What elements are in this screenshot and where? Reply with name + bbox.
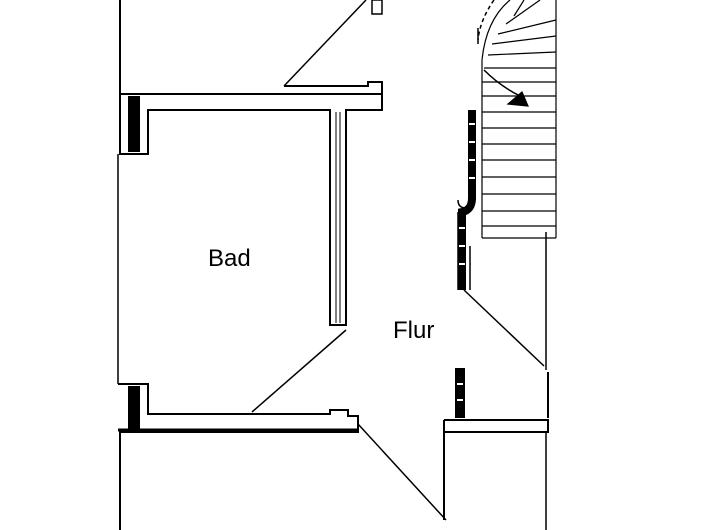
bad-room [117, 112, 347, 413]
stair-wall [444, 110, 549, 530]
wall-hatching [457, 123, 475, 401]
room-label-bad: Bad [208, 245, 251, 272]
upper-room [119, 0, 383, 95]
room-label-flur: Flur [393, 317, 435, 344]
bad-bottom-wall [118, 383, 447, 530]
staircase [477, 0, 557, 239]
bad-top-wall [119, 94, 383, 326]
